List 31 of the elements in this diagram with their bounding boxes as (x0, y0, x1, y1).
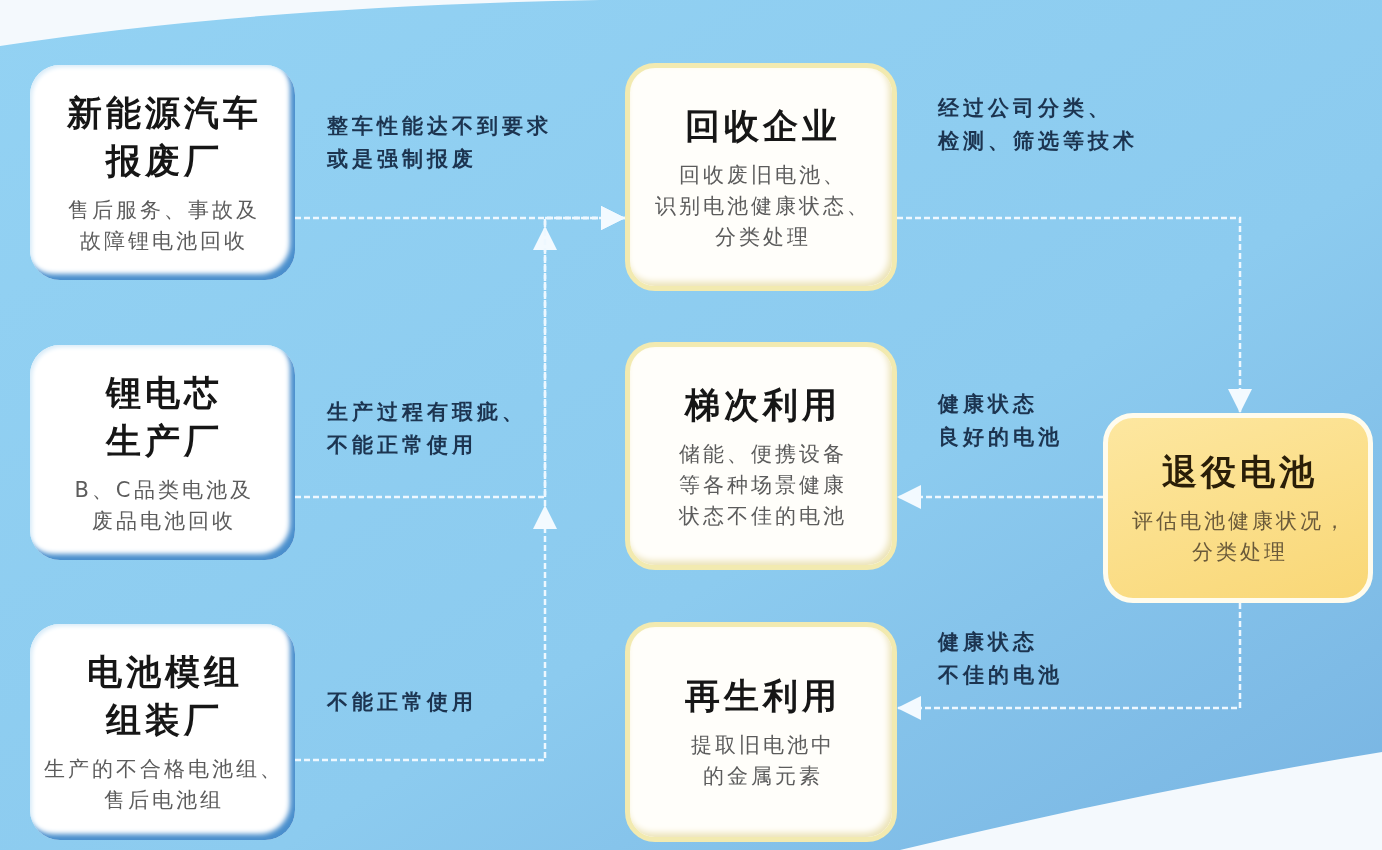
node-text: B、C品类电池及废品电池回收 (73, 476, 254, 535)
edge-label: 生产过程有瑕疵、不能正常使用 (327, 399, 527, 459)
node-text: 售后服务、事故及故障锂电池回收 (67, 196, 260, 255)
node-text: 回收废旧电池、识别电池健康状态、分类处理 (653, 161, 871, 251)
process-box (625, 622, 897, 842)
node-title: 新能源汽车报废厂 (66, 91, 262, 183)
arrow (295, 206, 625, 762)
process-box (625, 342, 897, 570)
node-text: 评估电池健康状况，分类处理 (1130, 508, 1348, 566)
process-box (625, 63, 897, 291)
edge-label: 健康状态良好的电池 (938, 391, 1063, 451)
arrow (897, 216, 1252, 413)
node-text: 储能、便携设备等各种场景健康状态不佳的电池 (677, 440, 847, 530)
edge-label: 健康状态不佳的电池 (938, 629, 1063, 689)
node-title: 退役电池 (1161, 451, 1318, 494)
edge-label: 整车性能达不到要求或是强制报废 (327, 113, 552, 173)
node-title: 电池模组组装厂 (85, 651, 243, 742)
node-title: 锂电芯生产厂 (104, 371, 223, 463)
node-text: 生产的不合格电池组、售后电池组 (43, 756, 284, 814)
node-title: 梯次利用 (683, 383, 841, 427)
node-title: 再生利用 (684, 675, 841, 718)
edge-label: 不能正常使用 (327, 689, 477, 716)
arrow (897, 603, 1242, 720)
edge-label: 经过公司分类、检测、筛选等技术 (938, 95, 1138, 155)
node-text: 提取旧电池中的金属元素 (689, 732, 835, 790)
source-box (30, 345, 295, 560)
highlight-box (1103, 413, 1373, 603)
source-box (30, 624, 295, 840)
node-title: 回收企业 (684, 104, 841, 148)
arrow (897, 485, 1103, 509)
source-box (30, 65, 295, 280)
